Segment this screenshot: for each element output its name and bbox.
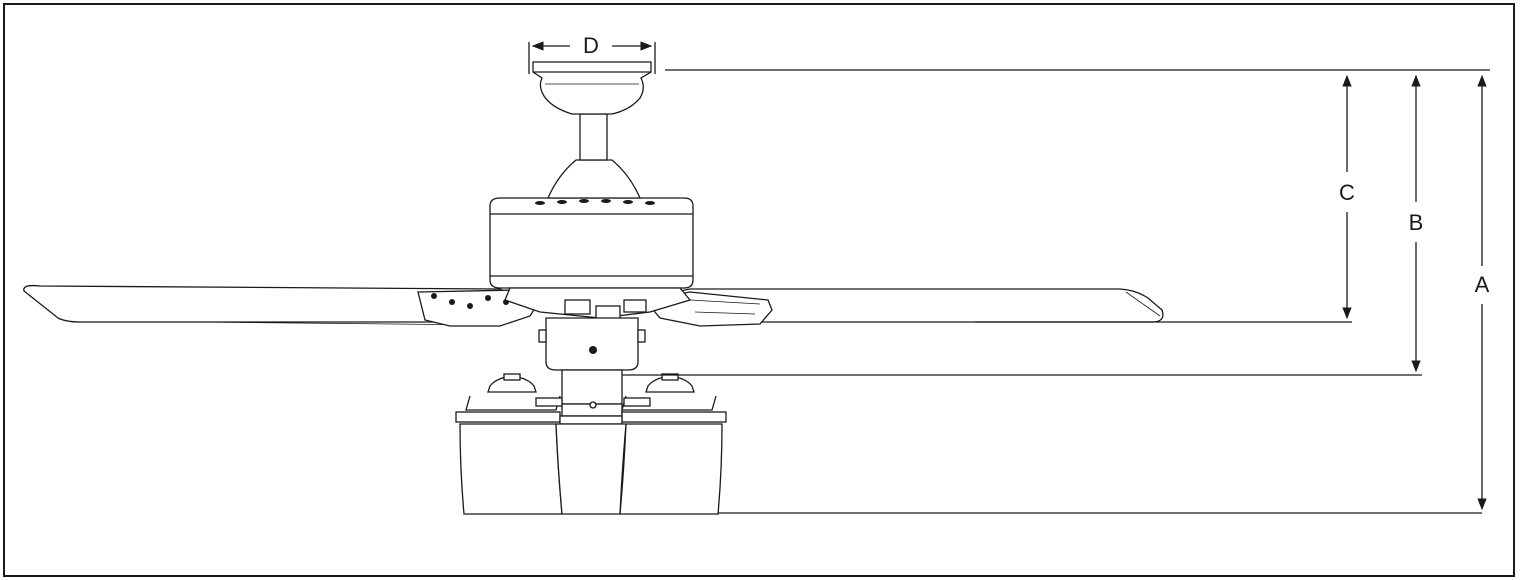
dim-c-label: C	[1339, 180, 1355, 205]
coupling-cover	[547, 159, 641, 199]
dim-b-label: B	[1409, 210, 1424, 235]
left-glass-shade	[459, 423, 563, 515]
right-glass-shade	[619, 423, 723, 515]
canopy	[532, 61, 652, 115]
diagram-frame	[3, 3, 1515, 577]
downrod	[579, 113, 608, 161]
switch-housing	[545, 317, 639, 371]
dim-d-label: D	[583, 33, 599, 58]
motor-housing	[489, 197, 694, 289]
center-glass-shade	[555, 423, 627, 515]
dim-a-label: A	[1475, 272, 1490, 297]
right-fitter-plate	[621, 411, 727, 423]
light-kit-neck	[561, 369, 623, 405]
motor-vents	[535, 199, 655, 205]
left-fitter-plate	[455, 411, 561, 423]
dimension-lines: C B A D	[528, 33, 1490, 514]
ceiling-fan-drawing	[23, 61, 1164, 515]
